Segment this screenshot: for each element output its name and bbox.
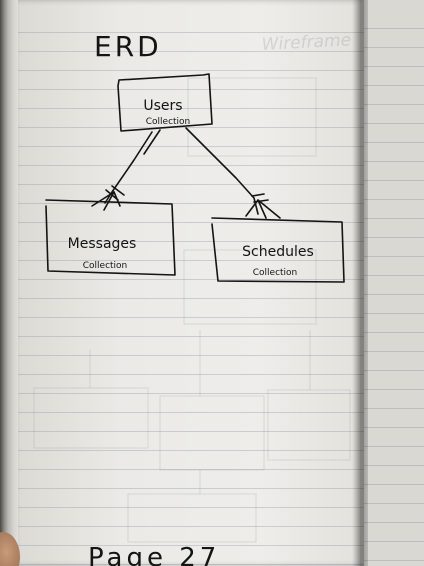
crows-foot-messages	[91, 185, 125, 211]
entity-schedules-subtitle: Collection	[253, 268, 298, 278]
entity-messages-subtitle: Collection	[83, 261, 128, 271]
thumb	[0, 532, 20, 566]
ghost-box-top	[187, 77, 317, 157]
ghost-box-bottom	[127, 493, 257, 543]
relationship-line-users-messages	[104, 131, 153, 204]
ghost-box-middle	[183, 249, 317, 325]
ghost-box-right	[267, 389, 351, 461]
relationship-users-schedules	[185, 127, 281, 219]
ghost-box-left	[33, 387, 149, 449]
relationship-line-users-schedules	[185, 127, 259, 215]
notebook-page	[18, 0, 364, 566]
entity-schedules-box	[211, 217, 345, 283]
ghost-connectors	[89, 330, 311, 494]
entity-users-subtitle: Collection	[146, 117, 191, 127]
relationship-users-messages	[91, 129, 161, 211]
facing-page	[360, 0, 424, 566]
entity-messages: Messages Collection	[45, 199, 176, 276]
entity-messages-box	[45, 199, 176, 276]
relationship-line-users-messages-second-stroke	[143, 129, 161, 155]
entity-schedules-name: Schedules	[242, 244, 314, 260]
crows-foot-schedules	[245, 193, 281, 219]
entity-users-box	[117, 73, 213, 132]
show-through-wireframe: Wireframe	[33, 30, 352, 543]
entity-users-name: Users	[143, 98, 182, 114]
entity-messages-name: Messages	[68, 236, 137, 252]
notebook-binding	[352, 0, 368, 566]
entity-schedules: Schedules Collection	[211, 217, 345, 283]
page-number-footer: Page 27	[88, 543, 220, 566]
show-through-heading: Wireframe	[261, 30, 351, 55]
ghost-box-center	[159, 395, 265, 471]
diagram-title: ERD	[94, 30, 162, 63]
entity-users: Users Collection	[117, 73, 213, 132]
